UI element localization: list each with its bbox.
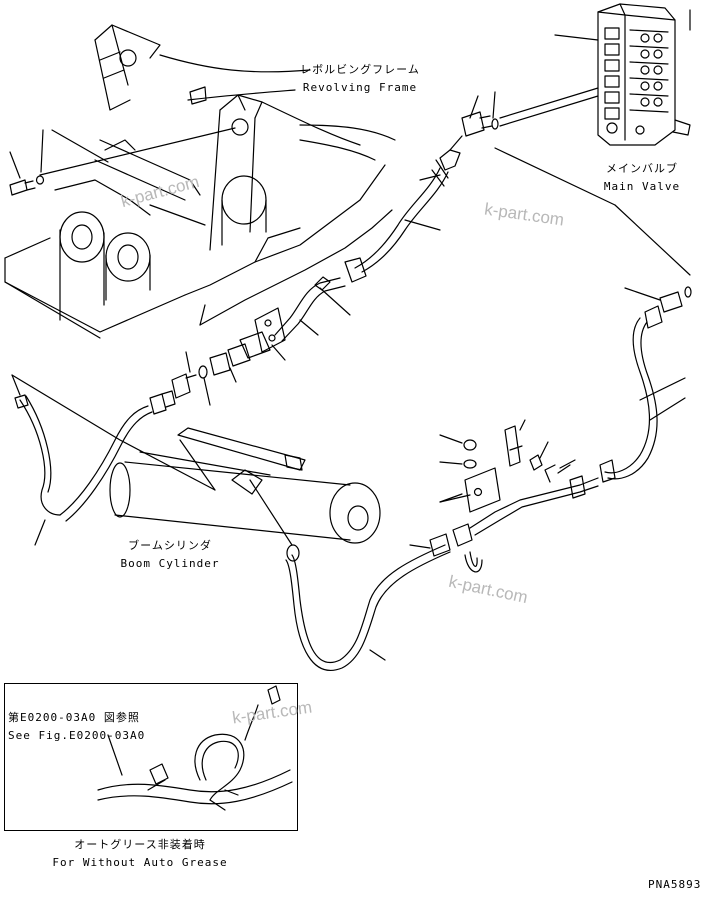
main-valve	[495, 4, 690, 275]
inset-frame	[4, 683, 298, 831]
inset-reference-jp: 第E0200-03A0 図参照	[8, 711, 140, 724]
boom-cylinder-label-en: Boom Cylinder	[120, 557, 220, 570]
valve-fittings	[440, 88, 598, 170]
inset-caption-en: For Without Auto Grease	[52, 856, 228, 869]
main-valve-label-en: Main Valve	[603, 180, 681, 193]
revolving-frame-label-en: Revolving Frame	[302, 81, 418, 94]
drawing-number: PNA5893	[648, 878, 702, 891]
frame-tube	[172, 277, 350, 405]
inset-caption-jp: オートグリース非装着時	[74, 838, 206, 851]
left-hose	[12, 375, 215, 545]
boom-cylinder-label-jp: ブームシリンダ	[128, 539, 212, 552]
upper-hose	[345, 160, 448, 282]
inset-reference-en: See Fig.E0200-03A0	[8, 729, 146, 742]
revolving-frame	[5, 25, 395, 338]
main-valve-label-jp: メインバルブ	[606, 162, 678, 175]
revolving-frame-label-jp: レボルビングフレーム	[300, 63, 420, 76]
boom-cylinder	[110, 428, 380, 543]
inset-detail	[98, 686, 292, 810]
right-hose	[250, 287, 691, 670]
